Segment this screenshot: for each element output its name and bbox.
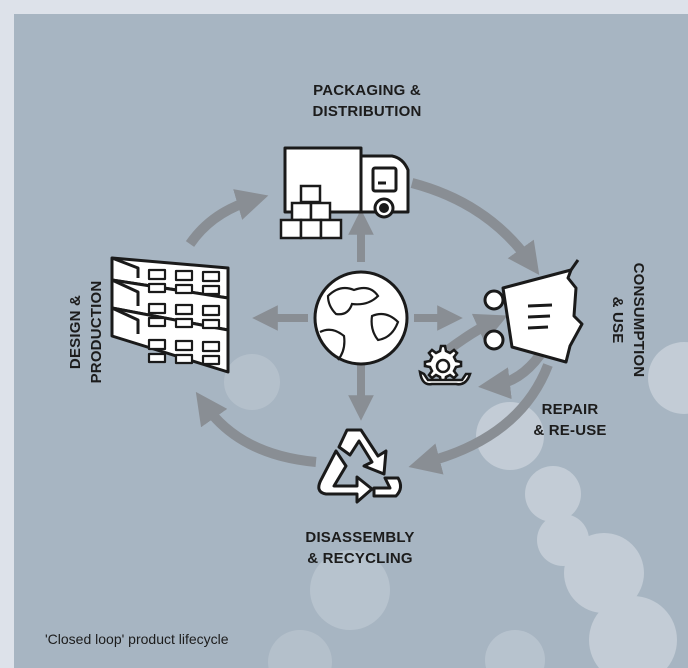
consumption-line1: CONSUMPTION xyxy=(630,262,647,378)
diagram-panel: PACKAGING & DISTRIBUTION CONSUMPTION & U… xyxy=(14,14,688,668)
arrow-repair-to-trolley xyxy=(445,313,508,355)
label-design-production: DESIGN & PRODUCTION xyxy=(65,272,107,392)
design-line1: DESIGN & xyxy=(67,294,84,370)
cycle-arrows xyxy=(185,178,553,475)
repair-line1: REPAIR xyxy=(541,401,599,418)
figure-caption: 'Closed loop' product lifecycle xyxy=(45,631,229,647)
label-consumption-use: CONSUMPTION & USE xyxy=(607,250,649,390)
globe-icon xyxy=(313,270,409,366)
design-line2: PRODUCTION xyxy=(88,280,105,384)
repair-line2: & RE-USE xyxy=(533,422,607,439)
consumption-line2: & USE xyxy=(609,296,626,344)
packaging-line2: DISTRIBUTION xyxy=(312,103,422,120)
globe-arrows xyxy=(252,209,463,421)
decorative-circles xyxy=(224,342,688,668)
disassembly-line1: DISASSEMBLY xyxy=(305,529,415,546)
factory-building-icon xyxy=(110,256,230,374)
disassembly-line2: & RECYCLING xyxy=(307,550,413,567)
arrow-consumption-to-recycling xyxy=(408,363,553,475)
shopping-trolley-icon xyxy=(483,259,584,364)
recycle-icon xyxy=(317,428,403,504)
label-repair-reuse: REPAIR & RE-USE xyxy=(500,399,640,441)
label-disassembly-recycling: DISASSEMBLY & RECYCLING xyxy=(280,527,440,569)
lifecycle-diagram xyxy=(110,146,688,668)
arrow-recycling-to-design xyxy=(195,391,317,467)
arrow-design-to-packaging xyxy=(185,189,269,247)
delivery-truck-icon xyxy=(283,146,410,219)
gear-wrench-icon xyxy=(418,344,472,386)
arrow-consumption-to-repair xyxy=(478,351,545,400)
arrow-truck-to-consumption xyxy=(410,178,540,276)
packaging-line1: PACKAGING & xyxy=(313,82,421,99)
boxes-icon xyxy=(279,184,343,240)
label-packaging-distribution: PACKAGING & DISTRIBUTION xyxy=(282,80,452,122)
